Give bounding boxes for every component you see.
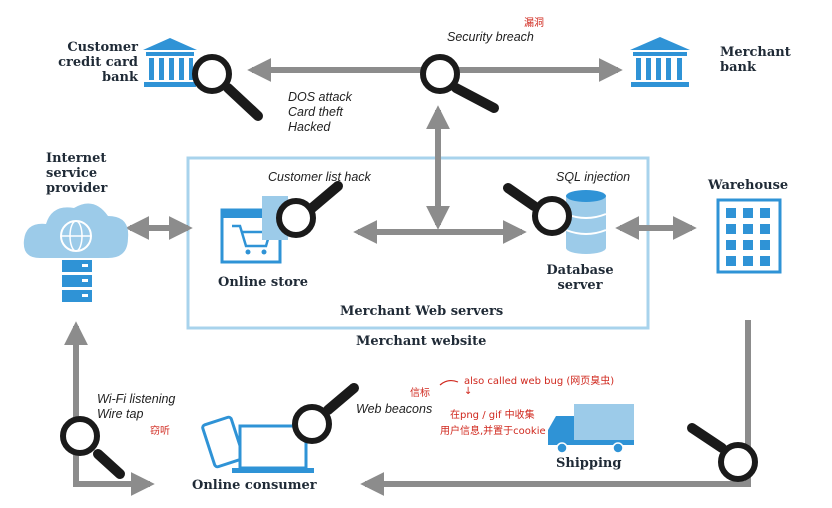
note-arrow-down: ↓ <box>464 386 473 397</box>
label-isp: Internet service provider <box>46 151 108 196</box>
handwritten-arrow <box>439 379 459 386</box>
note-cookie: 用户信息,并置于cookie <box>440 426 546 437</box>
arrow-warehouse-consumer <box>360 320 751 496</box>
label-customer-bank: Customer credit card bank <box>58 40 138 85</box>
label-merchant-web-servers: Merchant Web servers <box>340 304 504 319</box>
label-online-store: Online store <box>218 275 309 290</box>
magnifier-shipping-icon <box>687 423 758 482</box>
label-merchant-website: Merchant website <box>356 334 487 349</box>
note-wire-tap: 窃听 <box>150 426 170 437</box>
label-security-breach: Security breach <box>447 30 534 44</box>
warehouse-icon <box>716 198 782 274</box>
magnifier-sql-injection-icon <box>503 183 572 236</box>
bank-icon-merchant <box>630 37 690 87</box>
note-security-breach: 漏洞 <box>524 18 544 29</box>
isp-server-icon <box>62 260 92 302</box>
label-bank-threats: DOS attack Card theft Hacked <box>288 90 352 134</box>
magnifier-customer-list-icon <box>276 181 343 238</box>
label-wifi-wiretap: Wi-Fi listening Wire tap <box>97 392 176 421</box>
bank-icon-customer <box>143 38 197 87</box>
label-sql-injection: SQL injection <box>556 170 631 184</box>
label-merchant-bank: Merchant bank <box>720 45 791 75</box>
label-warehouse: Warehouse <box>708 178 789 193</box>
arrow-consumer-isp <box>64 321 155 496</box>
magnifier-web-beacons-icon <box>292 383 359 444</box>
label-shipping: Shipping <box>556 456 622 471</box>
label-online-consumer: Online consumer <box>192 478 317 493</box>
label-web-beacons: Web beacons <box>356 402 433 416</box>
magnifier-security-breach-icon <box>420 54 499 113</box>
shipping-truck-icon <box>548 404 634 454</box>
note-web-bug: also called web bug (网页臭虫) <box>464 376 615 387</box>
isp-cloud-icon <box>23 203 129 258</box>
label-customer-list-hack: Customer list hack <box>268 170 371 184</box>
database-icon <box>565 190 607 254</box>
magnifier-bank-threats-icon <box>192 54 263 121</box>
online-store-icon <box>220 196 288 264</box>
magnifier-wifi-icon <box>60 416 125 479</box>
merchant-website-frame <box>186 156 650 330</box>
label-database-server: Database server <box>546 263 614 293</box>
note-beacons: 信标 <box>410 388 430 399</box>
note-png-gif: 在png / gif 中收集 <box>450 410 535 421</box>
